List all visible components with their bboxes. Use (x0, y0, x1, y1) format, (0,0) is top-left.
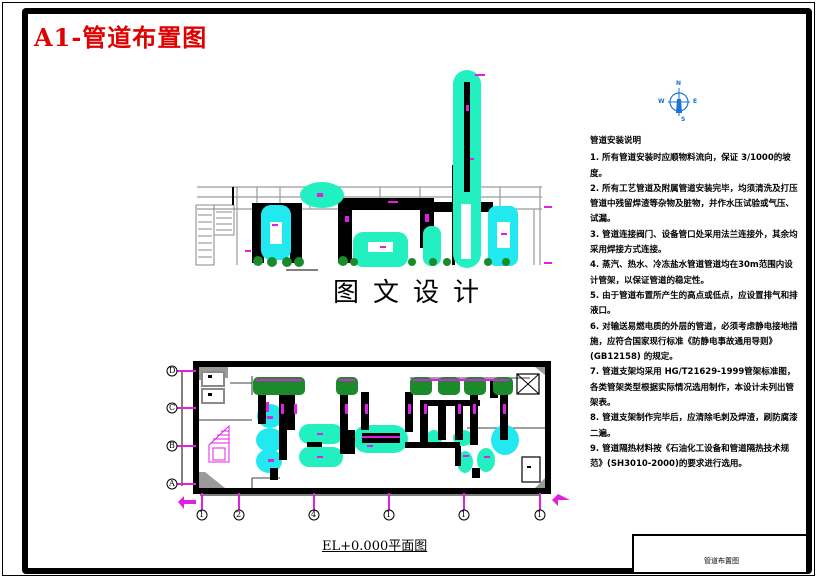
control-rooms (201, 371, 225, 404)
drawing-frame (22, 8, 812, 574)
building-wall (193, 361, 551, 494)
row-axis-label-c: C (169, 403, 176, 412)
note-item-7: 7. 管道支架均采用 HG/T21629-1999管架标准图，各类管架类型根据实… (590, 367, 796, 409)
north-arrow-compass (668, 88, 690, 116)
note-item-4: 4. 蒸汽、热水、冷冻盐水管道管道均在30m范围内设计管架，以保证管道的稳定性。 (590, 260, 793, 286)
title-block (632, 534, 808, 574)
notes-title: 管道安装说明 (590, 136, 642, 146)
small-vessel (423, 226, 441, 266)
row-axis-label-a: A (169, 479, 175, 488)
plan-view (166, 361, 570, 521)
note-item-1: 1. 所有管道安装时应顺物料流向，保证 3/1000的坡度。 (590, 153, 791, 179)
note-item-9: 9. 管道隔热材料按《石油化工设备和管道隔热技术规范》(SH3010-2000)… (590, 443, 790, 470)
note-item-2: 2. 所有工艺管道及附属管道安装完毕，均须清洗及打压管道中残留焊渣等杂物及脏物，… (590, 183, 798, 225)
elevation-tags (245, 74, 552, 264)
column-axis-markers (196, 493, 546, 521)
row-axis-label-b: B (169, 441, 175, 450)
title-block-drawing-name: 管道布置图 (704, 557, 739, 565)
elevation-view (195, 70, 552, 271)
staircase (195, 204, 235, 266)
installation-notes: 管道安装说明 1. 所有管道安装时应顺物料流向，保证 3/1000的坡度。 2.… (590, 134, 800, 473)
watermark-text: 图文设计 (333, 278, 494, 308)
plan-pumps (253, 377, 513, 395)
plan-caption: EL+0.000平面图 (322, 539, 428, 554)
section-arrow-right (552, 494, 570, 506)
note-item-5: 5. 由于管道布置所产生的高点或低点，应设置排气和排液口。 (590, 290, 798, 317)
plan-stair (208, 424, 230, 463)
equipment-box (516, 373, 540, 395)
compass-north-label: N (676, 80, 682, 87)
note-item-3: 3. 管道连接阀门、设备管口处采用法兰连接外，其余均采用焊接方式连接。 (590, 229, 798, 256)
compass-south-label: S (681, 116, 686, 123)
column-axis-label-5: 1 (461, 510, 467, 519)
row-axis-markers (166, 365, 196, 490)
door-box (521, 456, 541, 483)
elevation-pumps (253, 256, 510, 267)
sheet-title: A1-管道布置图 (34, 23, 208, 52)
compass-east-label: E (693, 98, 698, 105)
elevation-equipment (261, 70, 518, 268)
column-axis-label-2: 2 (236, 510, 242, 519)
plan-tags (256, 379, 509, 462)
note-item-8: 8. 管道支架制作完毕后，应清除毛刺及焊渣，刷防腐漆二遍。 (590, 413, 798, 439)
note-item-6: 6. 对输送易燃电质的外层的管道，必须考虑静电接地措施，应符合国家现行标准《防静… (590, 321, 798, 363)
column-axis-label-3: 4 (311, 510, 317, 519)
column-axis-label-1: 1 (199, 510, 205, 519)
column-axis-label-6: 1 (537, 510, 543, 519)
section-arrow-left (178, 496, 196, 509)
compass-west-label: W (658, 98, 665, 105)
column-axis-label-4: 1 (386, 510, 392, 519)
plan-cyan-vessels (256, 404, 519, 473)
row-axis-label-d: D (169, 366, 176, 375)
